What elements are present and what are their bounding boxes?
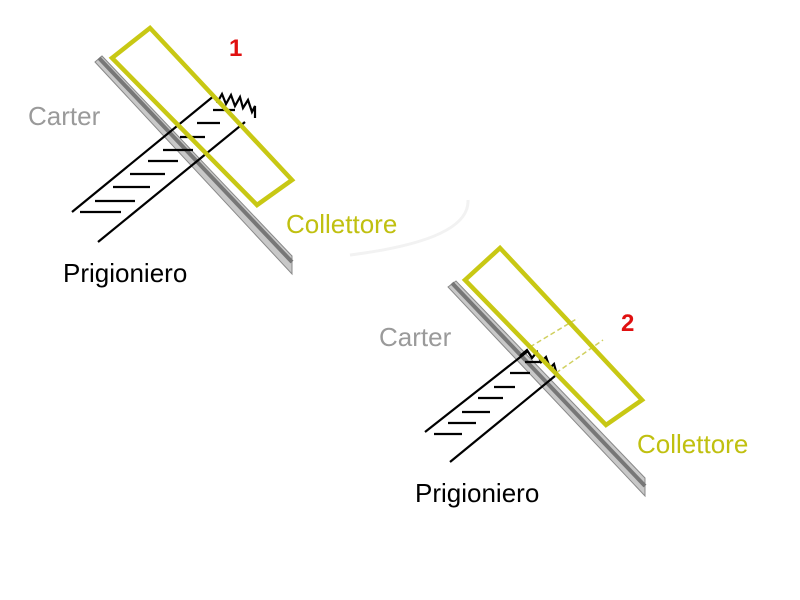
collector-label: Collettore [286,209,397,239]
stud-nut [519,348,559,376]
collector-flange [108,24,296,208]
carter-wall [447,280,646,498]
carter-edge [97,56,294,264]
faint-arc [349,199,470,257]
carter-edge [450,281,647,488]
stud-label: Prigioniero [415,478,539,508]
stud-label: Prigioniero [63,258,187,288]
carter-label: Carter [379,322,452,352]
stud-hidden-lines [529,317,604,374]
figure-1: 1 Carter Collettore Prigioniero [28,24,397,288]
figure-number: 1 [229,35,242,62]
collector-flange [461,244,646,428]
stud [424,348,559,463]
figure-2: 2 Carter Collettore Prigioniero [379,244,748,508]
carter-label: Carter [28,101,101,131]
figure-number: 2 [621,310,634,337]
stud [71,91,257,243]
collector-label: Collettore [637,429,748,459]
stud-nut [216,91,257,118]
